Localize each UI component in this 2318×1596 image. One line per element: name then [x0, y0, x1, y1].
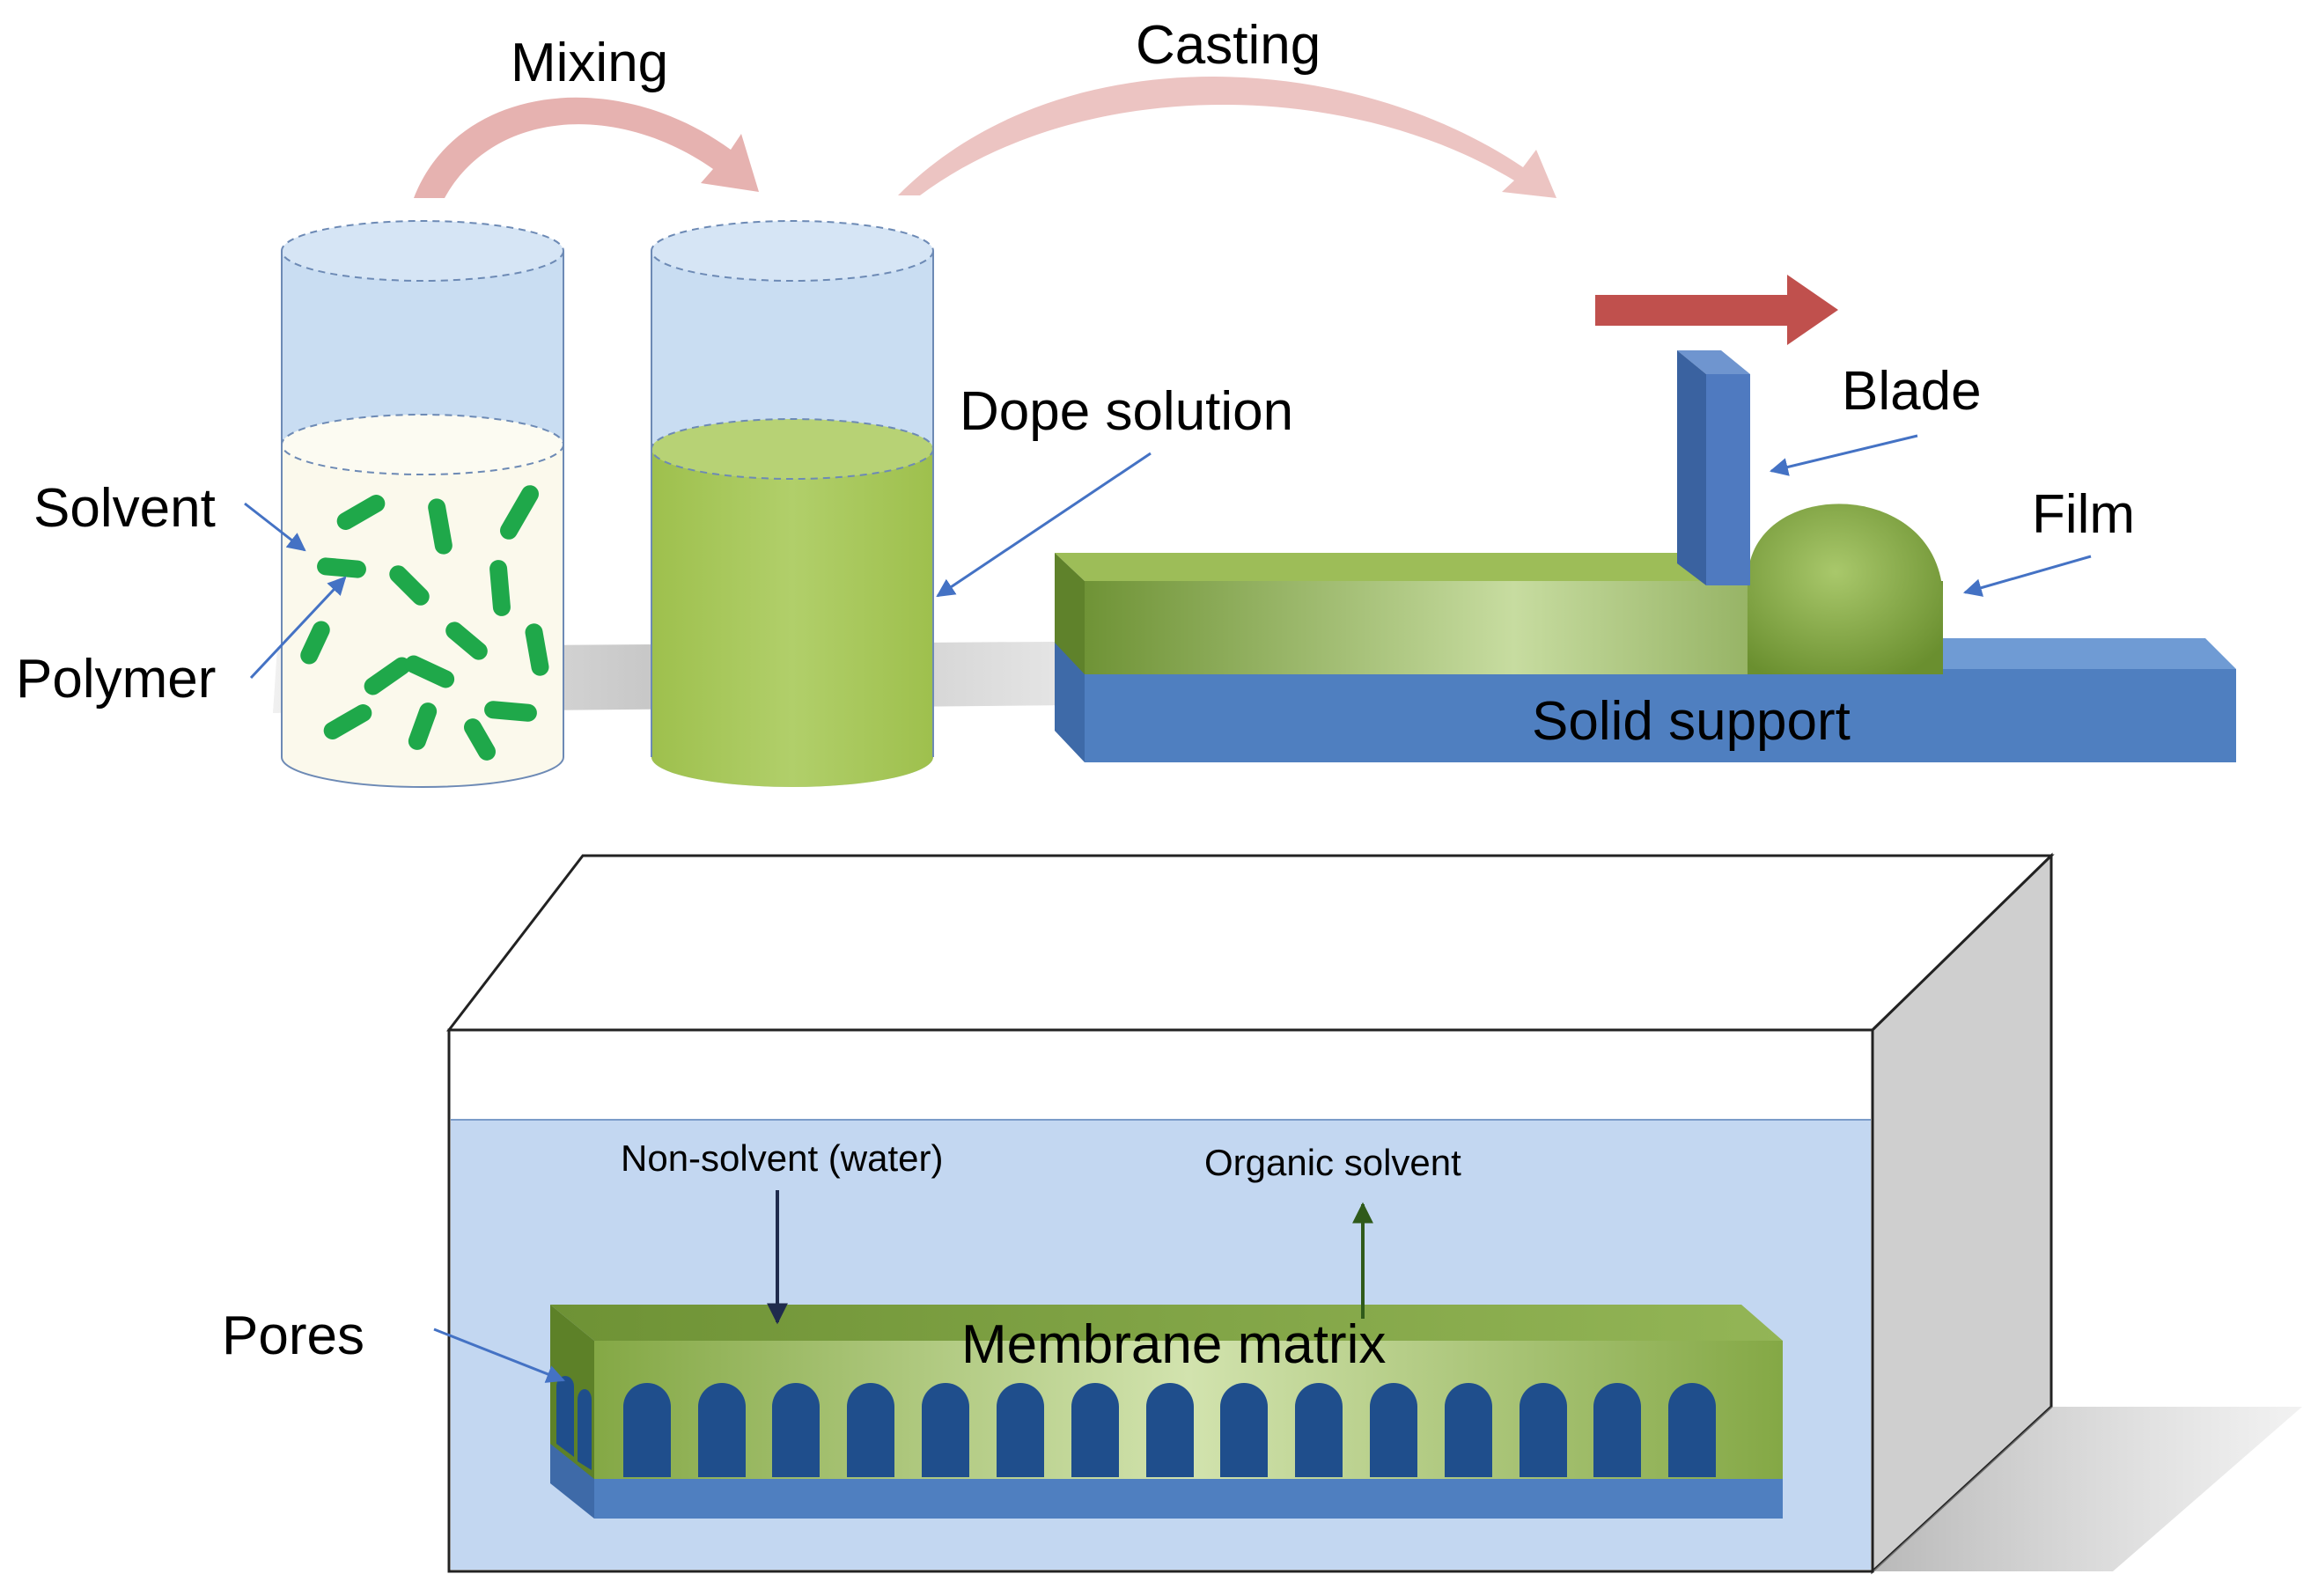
- casting-blade: [1677, 350, 1750, 585]
- blade-direction-arrow: [1595, 275, 1838, 345]
- pores-label: Pores: [222, 1305, 364, 1366]
- casting-label: Casting: [1136, 15, 1321, 76]
- mixing-label: Mixing: [511, 33, 668, 93]
- casting-arrow: [898, 77, 1556, 198]
- dope-beaker: [651, 220, 934, 787]
- bottom-arrows: [433, 1190, 1373, 1383]
- membrane-matrix-label: Membrane matrix: [961, 1314, 1386, 1375]
- organic-solvent-label: Organic solvent: [1204, 1142, 1461, 1183]
- solvent-label: Solvent: [33, 478, 216, 539]
- polymer-label: Polymer: [16, 649, 216, 710]
- dope-bulge: [1748, 504, 1943, 674]
- film-label: Film: [2032, 484, 2135, 545]
- pores: [556, 1376, 1716, 1477]
- blade-label: Blade: [1842, 361, 1982, 422]
- dope-solution-label: Dope solution: [960, 381, 1293, 442]
- polymer-chains: [300, 485, 549, 761]
- non-solvent-label: Non-solvent (water): [621, 1137, 943, 1179]
- top-leader-lines: [244, 434, 2092, 680]
- solvent-beaker: [281, 220, 564, 788]
- solid-support-label: Solid support: [1532, 691, 1851, 752]
- mixing-arrow: [414, 97, 759, 198]
